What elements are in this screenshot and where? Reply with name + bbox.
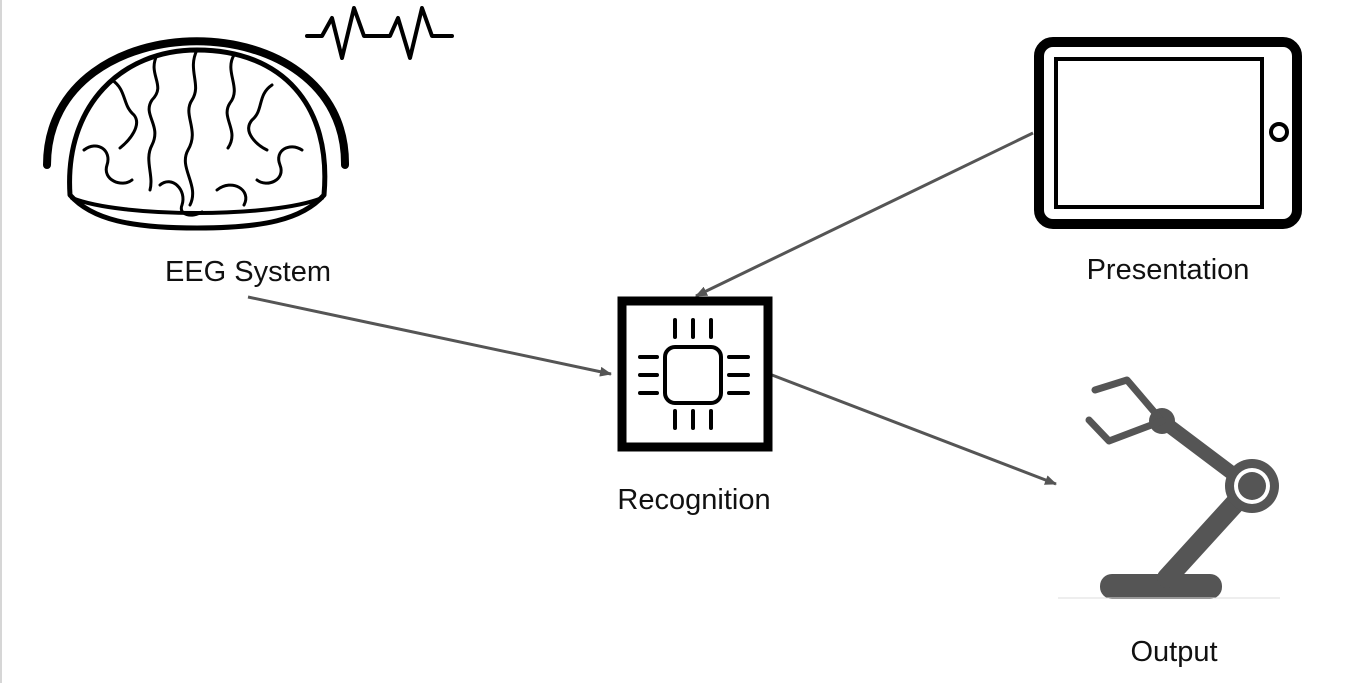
tablet-icon — [1034, 37, 1302, 229]
edge-presentation-to-recognition — [695, 131, 1034, 298]
edges — [247, 131, 1057, 486]
eeg-system-label: EEG System — [165, 256, 331, 288]
edge-recognition-to-output — [771, 373, 1057, 486]
recognition-label: Recognition — [617, 484, 771, 516]
processor-chip-icon — [617, 296, 773, 452]
edge-eeg-to-recognition — [247, 295, 612, 377]
robot-arm-icon — [1058, 376, 1280, 599]
output-label: Output — [1130, 636, 1218, 668]
brain-eeg-icon — [43, 6, 454, 231]
presentation-label: Presentation — [1086, 254, 1250, 286]
